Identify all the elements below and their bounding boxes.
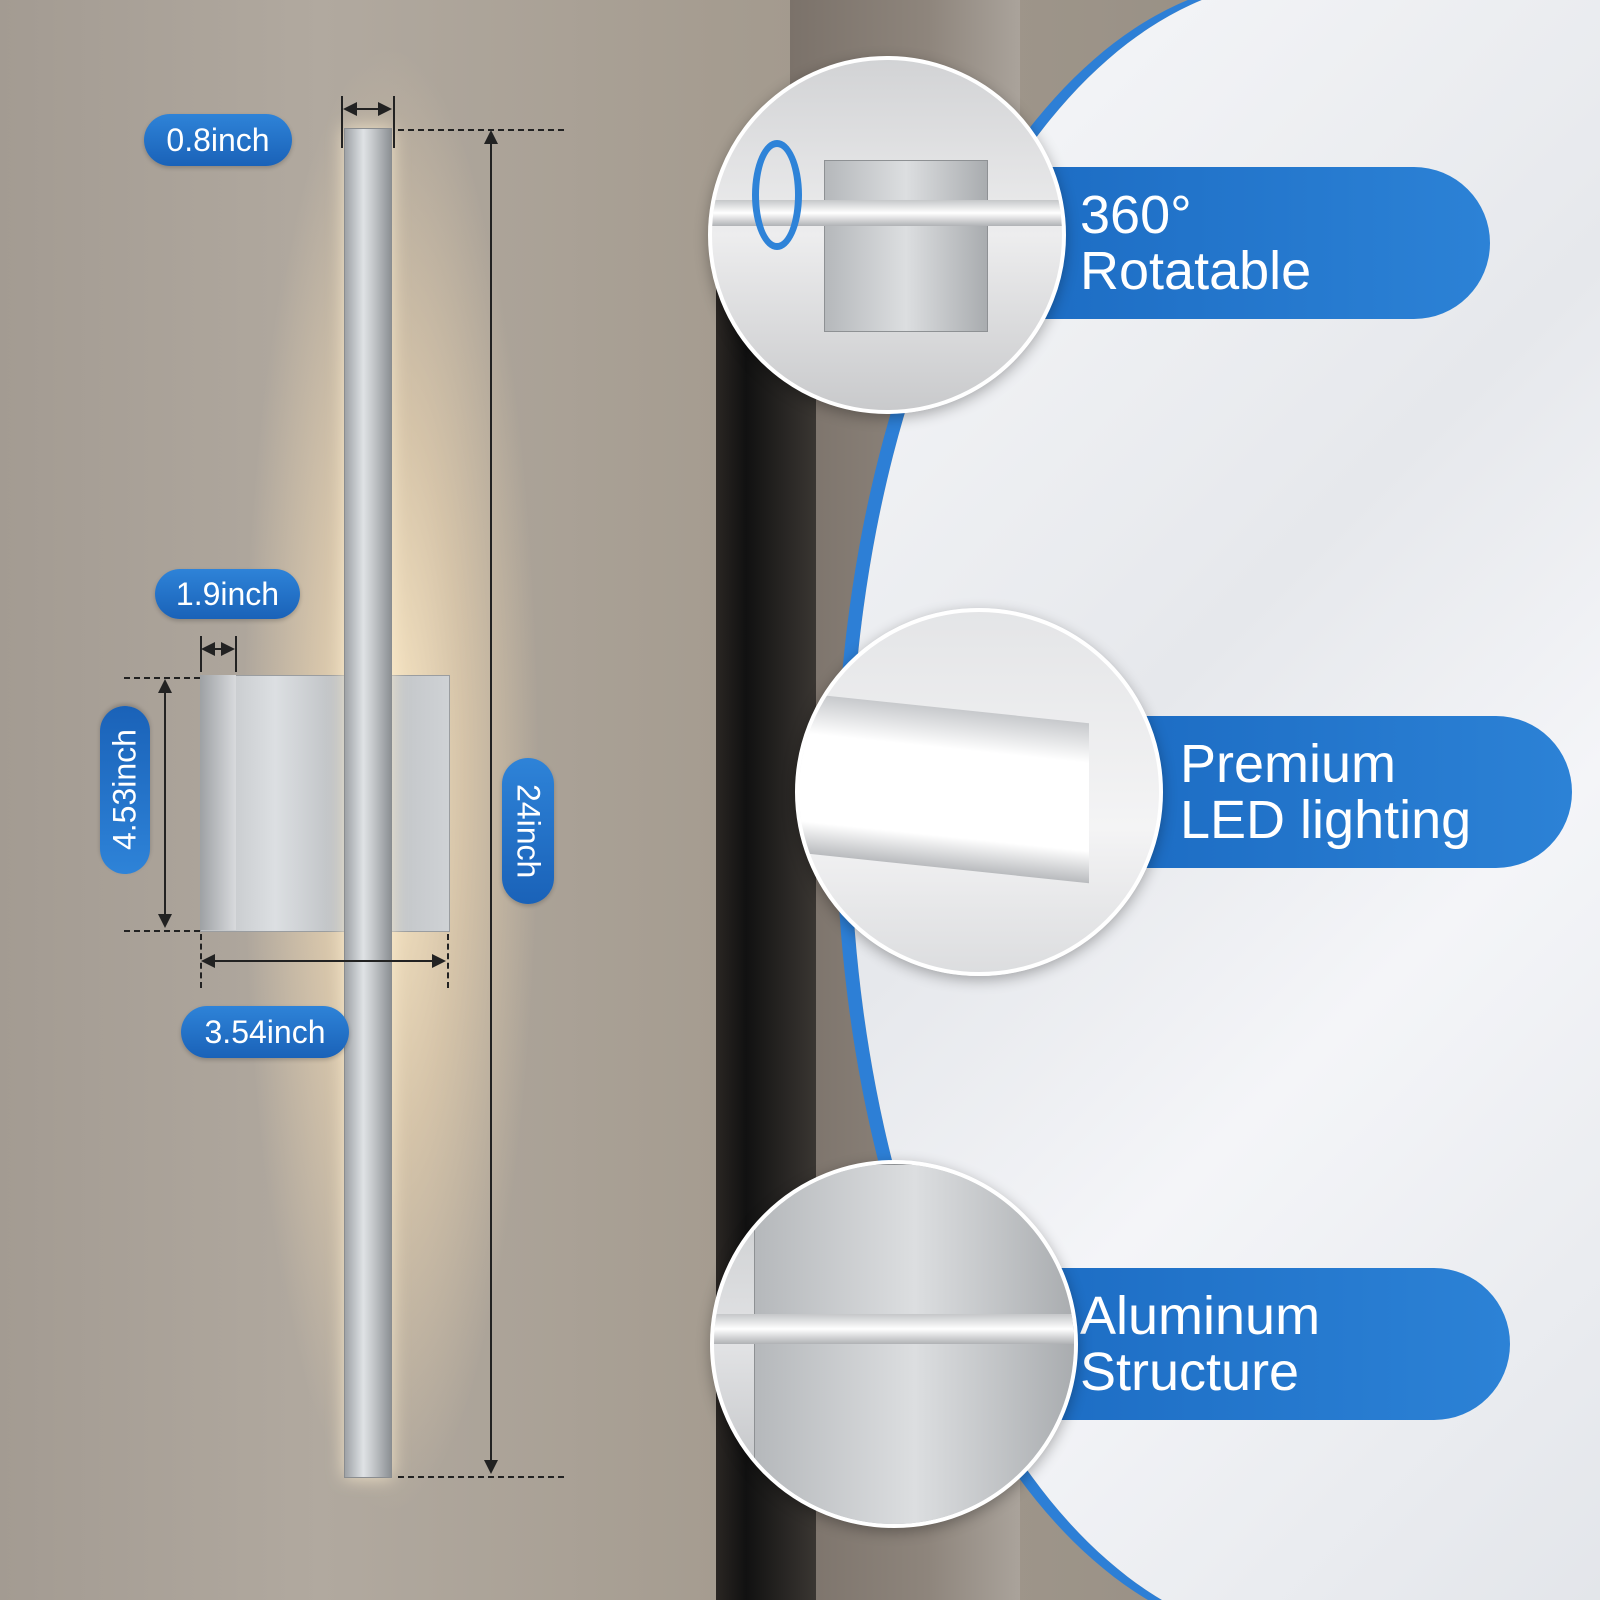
dim-guide xyxy=(398,129,564,131)
arrow-left-icon xyxy=(201,954,215,968)
led-bar-icon xyxy=(799,692,1089,884)
rotate-detail-circle xyxy=(708,56,1066,414)
dim-guide xyxy=(124,677,200,679)
feature-led: Premium LED lighting xyxy=(1140,716,1572,868)
wall-mount-plate xyxy=(200,675,450,932)
plate-depth-line xyxy=(208,648,228,650)
dim-guide xyxy=(447,934,449,988)
feature-rotatable: 360° Rotatable xyxy=(1040,167,1490,319)
arrow-left-icon xyxy=(201,642,215,656)
arrow-right-icon xyxy=(432,954,446,968)
feature-rotatable-line1: 360° xyxy=(1080,185,1192,245)
bar-width-line xyxy=(350,108,386,110)
plate-height-label: 4.53inch xyxy=(100,706,150,874)
arrow-right-icon xyxy=(378,102,392,116)
plate-height-line xyxy=(164,690,166,918)
feature-led-line1: Premium xyxy=(1180,734,1397,794)
dim-guide xyxy=(124,930,200,932)
bar-length-line xyxy=(490,140,492,1466)
feature-aluminum-line2: Structure xyxy=(1080,1342,1300,1402)
rotate-icon xyxy=(752,140,802,250)
aluminum-mount-icon xyxy=(754,1164,1074,1524)
arrow-up-icon xyxy=(158,679,172,693)
led-detail-circle xyxy=(795,608,1163,976)
dim-tick xyxy=(235,636,237,672)
feature-led-line2: LED lighting xyxy=(1180,790,1472,850)
dim-tick xyxy=(341,96,343,148)
led-light-bar xyxy=(344,128,392,1478)
plate-width-line xyxy=(210,960,438,962)
mount-block xyxy=(824,160,988,332)
bar-width-label: 0.8inch xyxy=(144,114,292,166)
arrow-down-icon xyxy=(484,1460,498,1474)
plate-width-label: 3.54inch xyxy=(181,1006,349,1058)
feature-aluminum: Aluminum Structure xyxy=(1040,1268,1510,1420)
arrow-right-icon xyxy=(221,642,235,656)
feature-rotatable-line2: Rotatable xyxy=(1080,241,1312,301)
plate-depth-label: 1.9inch xyxy=(155,569,300,619)
bar-length-label: 24inch xyxy=(502,758,554,904)
arrow-up-icon xyxy=(484,130,498,144)
aluminum-detail-circle xyxy=(710,1160,1078,1528)
dim-tick xyxy=(393,96,395,148)
arrow-down-icon xyxy=(158,914,172,928)
arrow-left-icon xyxy=(343,102,357,116)
feature-aluminum-line1: Aluminum xyxy=(1080,1286,1321,1346)
mount-plate-side xyxy=(200,675,236,930)
aluminum-rod xyxy=(714,1314,1074,1344)
dim-guide xyxy=(398,1476,564,1478)
